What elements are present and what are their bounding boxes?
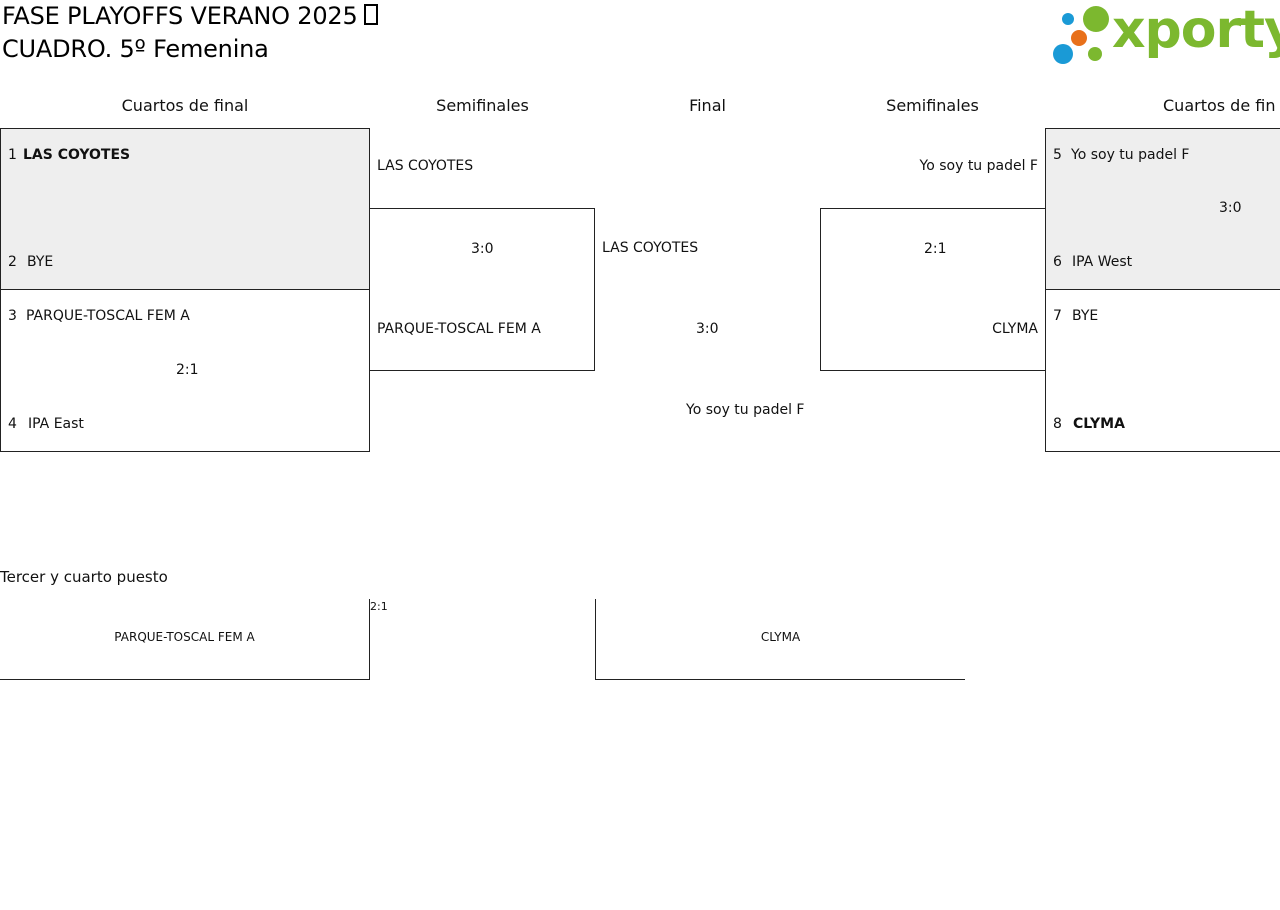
team-name-winner[interactable]: LAS COYOTES (23, 147, 131, 163)
round-label-right-semis: Semifinales (886, 96, 979, 115)
team-name[interactable]: IPA East (28, 416, 84, 432)
team-name-winner[interactable]: CLYMA (1073, 416, 1125, 432)
right-semi-match[interactable]: 2:1 CLYMA (820, 208, 1046, 371)
final-team-b[interactable]: Yo soy tu padel F (686, 402, 805, 418)
logo-dots-icon (1053, 6, 1109, 64)
round-label-left-semis: Semifinales (436, 96, 529, 115)
seed-number: 8 (1053, 416, 1062, 432)
team-name[interactable]: Yo soy tu padel F (1071, 147, 1190, 163)
missing-glyph-icon (363, 4, 378, 25)
page-title: FASE PLAYOFFS VERANO 2025 (2, 2, 378, 30)
right-semi-team-b[interactable]: CLYMA (992, 321, 1038, 337)
seed-number: 2 (8, 254, 17, 270)
page-subtitle: CUADRO. 5º Femenina (2, 35, 269, 63)
third-place-heading: Tercer y cuarto puesto (0, 568, 168, 586)
left-semi-match[interactable]: 3:0 PARQUE-TOSCAL FEM A (369, 208, 595, 371)
left-quarter-match-1[interactable]: 1 LAS COYOTES 2 BYE (0, 128, 370, 290)
team-name[interactable]: BYE (27, 254, 54, 270)
team-name[interactable]: IPA West (1072, 254, 1133, 270)
right-quarter-match-1[interactable]: 5 Yo soy tu padel F 3:0 6 IPA West (1045, 128, 1280, 290)
round-label-left-quarters: Cuartos de final (121, 96, 249, 115)
seed-number: 3 (8, 308, 17, 324)
brand-name: xporty (1112, 0, 1280, 60)
left-semi-team-b[interactable]: PARQUE-TOSCAL FEM A (377, 321, 541, 337)
final-team-a[interactable]: LAS COYOTES (602, 240, 699, 256)
left-quarter-match-2[interactable]: 3 PARQUE-TOSCAL FEM A 2:1 4 IPA East (0, 289, 370, 452)
third-place-team-a-cell[interactable]: PARQUE-TOSCAL FEM A (0, 599, 370, 680)
team-name[interactable]: PARQUE-TOSCAL FEM A (114, 630, 255, 644)
team-name[interactable]: PARQUE-TOSCAL FEM A (26, 308, 190, 324)
match-score: 3:0 (471, 241, 494, 257)
seed-number: 1 (8, 147, 17, 163)
match-score: 2:1 (176, 362, 199, 378)
seed-number: 7 (1053, 308, 1062, 324)
right-quarter-match-2[interactable]: 7 BYE 8 CLYMA (1045, 289, 1280, 452)
team-name[interactable]: BYE (1072, 308, 1099, 324)
seed-number: 6 (1053, 254, 1062, 270)
final-score: 3:0 (696, 321, 719, 337)
match-score: 2:1 (924, 241, 947, 257)
right-semi-team-a[interactable]: Yo soy tu padel F (919, 158, 1038, 174)
seed-number: 5 (1053, 147, 1062, 163)
seed-number: 4 (8, 416, 17, 432)
third-place-score: 2:1 (370, 600, 388, 613)
match-score: 3:0 (1219, 200, 1242, 216)
third-place-team-b-cell[interactable]: CLYMA (595, 599, 965, 680)
team-name[interactable]: CLYMA (760, 630, 801, 644)
title-line-1: FASE PLAYOFFS VERANO 2025 (2, 2, 358, 30)
round-label-right-quarters: Cuartos de fin (1163, 96, 1276, 115)
round-label-final: Final (689, 96, 726, 115)
left-semi-team-a[interactable]: LAS COYOTES (377, 158, 474, 174)
xporty-logo: xporty (1050, 0, 1280, 68)
